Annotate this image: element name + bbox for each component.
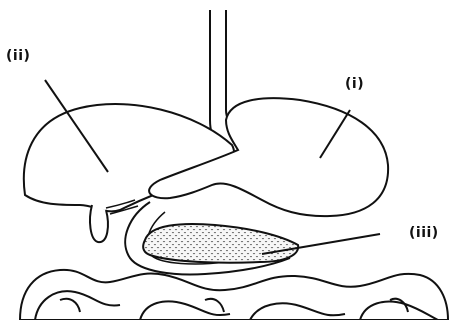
liver: [24, 104, 234, 211]
pancreas: [143, 224, 298, 263]
label-pancreas: (iii): [409, 225, 439, 241]
gallbladder: [90, 205, 108, 242]
label-stomach: (i): [345, 76, 364, 92]
intestines: [20, 270, 448, 320]
label-liver: (ii): [6, 48, 30, 64]
